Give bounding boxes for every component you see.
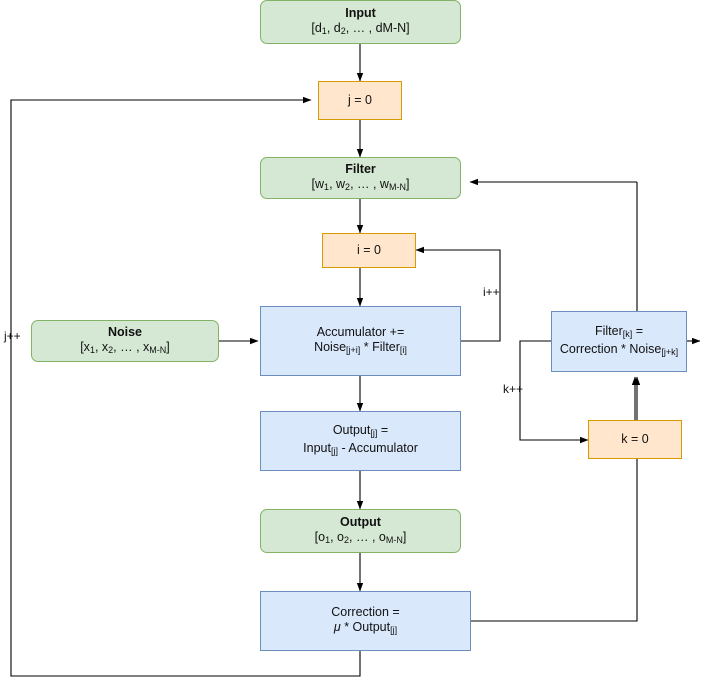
node-output-detail: [o1, o2, … , oM-N]	[314, 529, 407, 545]
node-noise-title: Noise	[107, 324, 143, 339]
node-accumulator: Accumulator += Noise[j+i] * Filter[i]	[260, 306, 461, 376]
node-i-init-label: i = 0	[357, 243, 381, 257]
edge-label-k-increment: k++	[503, 382, 524, 396]
node-k-init-label: k = 0	[621, 432, 649, 446]
node-filter-title: Filter	[345, 161, 376, 176]
node-filter: Filter [w1, w2, … , wM-N]	[260, 157, 461, 199]
node-j-init: j = 0	[318, 81, 402, 120]
node-accumulator-line2: Noise[j+i] * Filter[i]	[314, 339, 407, 355]
node-correction-line2: μ * Output[j]	[333, 619, 398, 635]
node-output: Output [o1, o2, … , oM-N]	[260, 509, 461, 553]
node-noise: Noise [x1, x2, … , xM-N]	[31, 320, 219, 362]
node-input-title: Input	[345, 5, 376, 20]
node-correction: Correction = μ * Output[j]	[260, 591, 471, 651]
node-noise-detail: [x1, x2, … , xM-N]	[80, 339, 170, 355]
node-input: Input [d1, d2, … , dM-N]	[260, 0, 461, 44]
node-filter-k-line1: Filter[k] =	[594, 323, 644, 339]
node-input-detail: [d1, d2, … , dM-N]	[311, 20, 410, 36]
node-correction-line1: Correction =	[331, 604, 400, 619]
node-j-init-label: j = 0	[348, 93, 372, 107]
node-i-init: i = 0	[322, 233, 416, 268]
node-filter-k-line2: Correction * Noise[j+k]	[559, 341, 679, 357]
node-output-j-line2: Input[j] - Accumulator	[303, 441, 418, 456]
node-k-init: k = 0	[588, 420, 682, 459]
edge-label-i-increment: i++	[483, 285, 500, 299]
node-accumulator-line1: Accumulator +=	[316, 324, 405, 339]
edge-label-j-increment: j++	[4, 329, 21, 343]
node-output-j: Output[j] = Input[j] - Accumulator	[260, 411, 461, 471]
node-filter-k: Filter[k] = Correction * Noise[j+k]	[551, 311, 687, 372]
node-output-j-line1: Output[j] =	[332, 423, 389, 438]
node-filter-detail: [w1, w2, … , wM-N]	[311, 176, 410, 192]
node-output-title: Output	[340, 514, 381, 529]
